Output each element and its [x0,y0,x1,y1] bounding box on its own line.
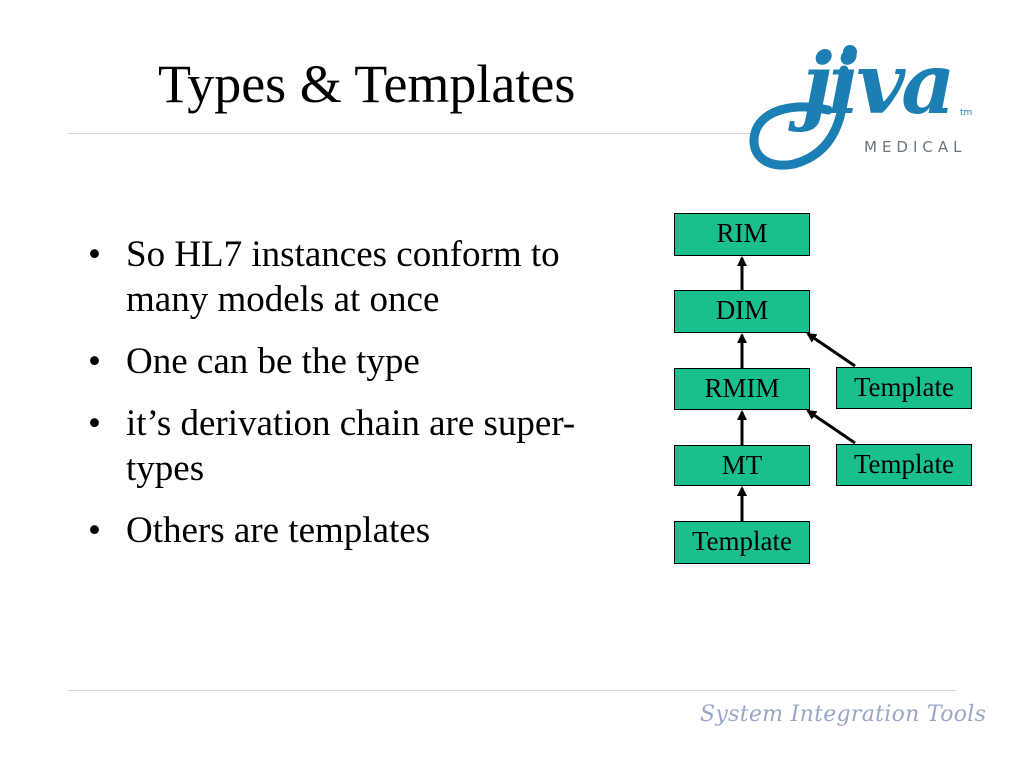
bullet-list: •So HL7 instances conform to many models… [88,232,648,570]
jiva-medical-logo: jiva tm MEDICAL [746,34,978,172]
node-mt: MT [674,445,810,486]
slide-title: Types & Templates [158,54,576,114]
logo-tagline: MEDICAL [864,138,967,156]
arrow-template-to-rmim [806,409,856,445]
node-dim: DIM [674,290,810,333]
bullet-text: One can be the type [126,341,420,382]
footer-text: System Integration Tools [700,702,987,727]
bullet-text: So HL7 instances conform to many models … [126,234,560,320]
bullet-item: •it’s derivation chain are super-types [88,403,576,489]
logo-wordmark: jiva [802,34,956,133]
title-divider [68,133,758,134]
node-rim: RIM [674,213,810,256]
logo-swoosh-icon [749,45,857,170]
arrow-template-to-dim [806,332,856,368]
bullet-text: it’s derivation chain are super-types [126,403,576,489]
node-template-bottom: Template [674,521,810,564]
node-rmim: RMIM [674,368,810,410]
bullet-item: •Others are templates [88,510,431,551]
node-template-dim: Template [836,367,972,409]
bullet-text: Others are templates [126,510,431,551]
bullet-item: •One can be the type [88,341,420,382]
bullet-item: •So HL7 instances conform to many models… [88,234,560,320]
logo-trademark: tm [960,108,973,118]
footer-divider [68,690,956,691]
node-template-rmim: Template [836,444,972,486]
